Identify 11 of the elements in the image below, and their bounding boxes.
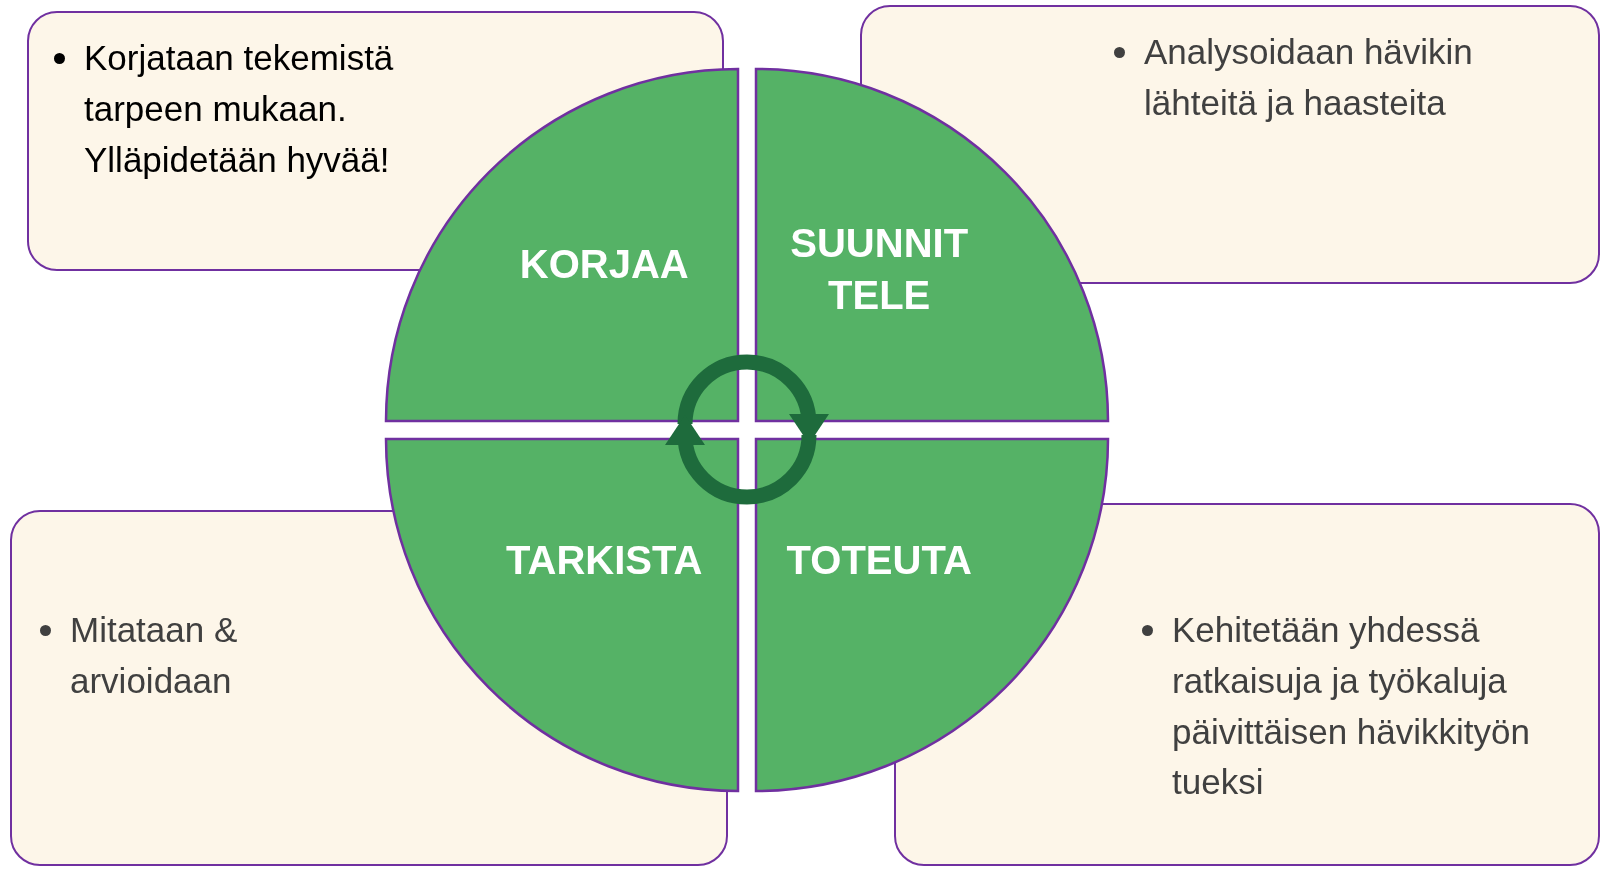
segment-label: TOTEUTA — [785, 537, 973, 585]
segment-label: KORJAA — [518, 241, 690, 289]
quadrant-segment — [754, 437, 1110, 793]
segment-label: TARKISTA — [505, 537, 704, 585]
bullet-text: Kehitetään yhdessä ratkaisuja ja työkaluja päivittäisen hävikkityön tueksi — [1172, 609, 1531, 804]
quadrant-segment — [754, 67, 1110, 423]
quadrant-segment — [384, 437, 740, 793]
bullet-text: Analysoidaan hävikin lähteitä ja haasteita — [1144, 31, 1474, 124]
segment-label: SUUNNIT TELE — [789, 220, 970, 319]
bullet-text: Mitataan & arvioidaan — [70, 609, 239, 702]
bullet-text: Korjataan tekemistä tarpeen mukaan. Ylläpidetään hyvää! — [84, 37, 395, 181]
